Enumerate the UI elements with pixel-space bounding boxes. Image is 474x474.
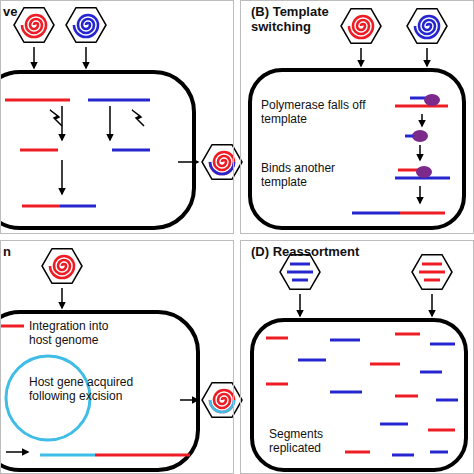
annotation-text: Host gene acquired following excision [29,375,149,403]
polymerase [412,130,428,142]
arrow [109,106,111,140]
arrow [419,145,421,160]
fragment-blue [112,149,150,152]
panel-heading: ve [3,4,63,19]
panel-heading: n [3,244,43,259]
recombinant-red [22,205,60,208]
annotation-text: Integration into host genome [29,319,129,347]
panel-box: nIntegration into host genomeHost gene a… [0,240,234,474]
arrow [6,451,28,453]
arrow [61,106,63,140]
arrow [180,399,198,401]
annotation-text: Binds another template [261,161,371,189]
break-symbol [50,110,62,126]
arrow [360,48,362,66]
panel-heading: (B) Template switching [251,4,343,34]
arrow [431,294,433,316]
arrow [421,114,423,126]
arrow [33,47,35,68]
annotation-text: Polymerase falls off template [261,98,381,126]
nascent-strand [405,135,413,138]
nascent-strand [398,169,418,172]
annotation-text: Segments replicated [269,427,349,455]
arrow [419,186,421,203]
panel-b-art [250,9,464,228]
panel-a-art [0,8,242,228]
polymerase [424,94,440,106]
arrow [299,294,301,316]
virus-blue [66,8,106,43]
arrow [426,48,428,66]
virus-blue [407,9,447,44]
virus-blue-segmented [280,255,320,290]
panel-box: (B) Template switchingPolymerase falls o… [240,0,474,234]
arrow [178,161,198,163]
panel-d-art [252,255,466,470]
virus-red-segmented [412,255,452,290]
arrow [61,288,63,308]
viral-genome [0,325,24,328]
panel-box: ve [0,0,234,234]
host-gene [40,454,95,457]
virus-transduced [202,383,242,418]
cell [0,312,198,470]
panel-heading: (D) Reassortment [251,244,411,259]
recombinant-blue [60,205,96,208]
virus-red [14,8,54,43]
hybrid-red [400,212,445,215]
virus-red [341,9,381,44]
genome-blue [88,99,150,102]
segments [266,334,458,455]
panel-c-art [0,249,242,470]
cell [252,320,466,470]
arrow [61,160,63,194]
break-symbol [132,110,144,126]
virus-red [42,249,82,284]
arrow [85,47,87,68]
cell [250,70,464,228]
viral-genome [95,454,190,457]
panel-box: (D) ReassortmentSegments replicated [240,240,474,474]
fragment-red [20,149,58,152]
template-red [395,105,448,108]
virus-recombinant [202,145,242,180]
cell [0,72,194,228]
polymerase [416,166,432,178]
genome-red [5,99,70,102]
hybrid-blue [352,212,400,215]
